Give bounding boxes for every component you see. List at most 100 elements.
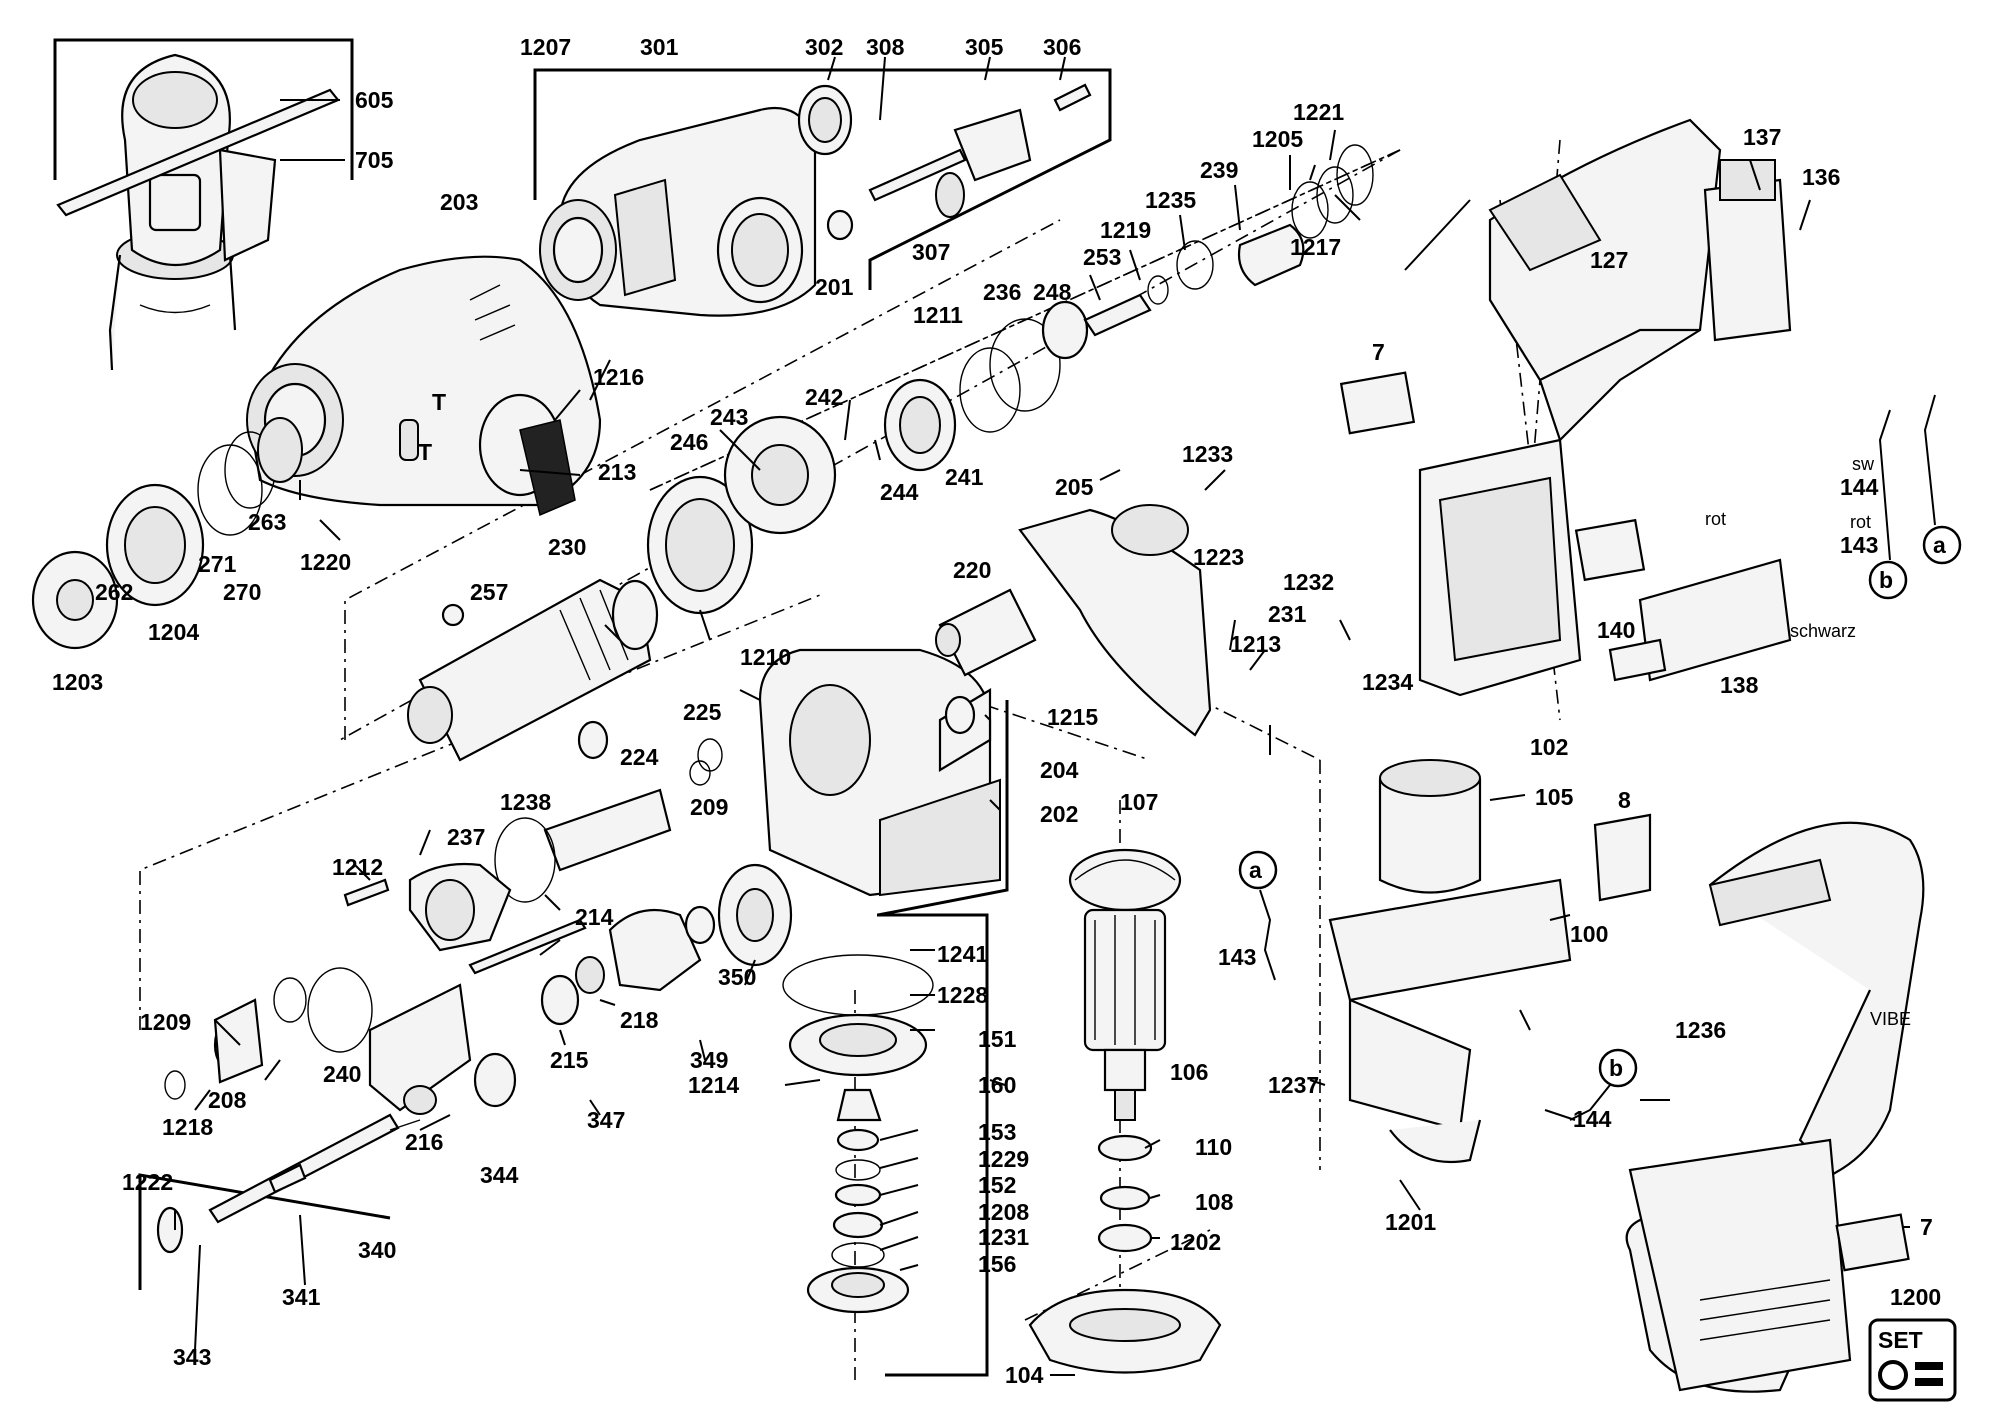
label-202: 202 (1040, 801, 1078, 827)
label-1219: 1219 (1100, 217, 1151, 243)
label-239: 239 (1200, 157, 1238, 183)
label-1228: 1228 (937, 982, 988, 1008)
wire-label-rot-lower: rot (1705, 509, 1726, 529)
label-271: 271 (198, 551, 237, 577)
set-badge: SET (1868, 1318, 1957, 1402)
label-305: 305 (965, 34, 1004, 60)
label-110: 110 (1195, 1134, 1232, 1160)
label-240: 240 (323, 1061, 361, 1087)
label-137: 137 (1743, 124, 1781, 150)
label-1221: 1221 (1293, 99, 1344, 125)
label-1204: 1204 (148, 619, 199, 645)
spindle-parts (156, 863, 793, 1254)
label-144a: 144 (1840, 474, 1879, 500)
label-246: 246 (670, 429, 708, 455)
part-labels: 1207 301 302 308 305 306 605 705 203 201… (52, 34, 1941, 1388)
seal-rings (883, 144, 1374, 472)
motor-cover-part (935, 504, 1212, 737)
intermediate-shaft-parts (343, 720, 723, 952)
label-1220: 1220 (300, 549, 351, 575)
label-344: 344 (480, 1162, 519, 1188)
connector-callouts: a b a b (1238, 394, 1962, 1121)
label-301: 301 (640, 34, 679, 60)
label-1211: 1211 (913, 302, 963, 328)
label-106: 106 (1170, 1059, 1208, 1085)
label-1231: 1231 (978, 1224, 1029, 1250)
handle-housing-part (1418, 118, 1792, 697)
label-1235: 1235 (1145, 187, 1196, 213)
label-230: 230 (548, 534, 586, 560)
label-1214: 1214 (688, 1072, 739, 1098)
label-347: 347 (587, 1107, 625, 1133)
label-209: 209 (690, 794, 728, 820)
label-242: 242 (805, 384, 843, 410)
gear-cage-part (758, 648, 1001, 897)
front-housing-part: T T (246, 255, 602, 517)
armature-part (1028, 848, 1222, 1374)
label-7b: 7 (1920, 1214, 1933, 1240)
label-244: 244 (880, 479, 919, 505)
label-302: 302 (805, 34, 843, 60)
label-138: 138 (1720, 672, 1759, 698)
label-236: 236 (983, 279, 1021, 305)
label-1238: 1238 (500, 789, 551, 815)
label-1232: 1232 (1283, 569, 1334, 595)
label-205: 205 (1055, 474, 1094, 500)
label-350: 350 (718, 964, 756, 990)
label-1241: 1241 (937, 941, 988, 967)
label-152: 152 (978, 1172, 1016, 1198)
label-1217: 1217 (1290, 234, 1341, 260)
label-1216: 1216 (593, 364, 644, 390)
label-201: 201 (815, 274, 854, 300)
housing-marking-t1: T (432, 389, 446, 415)
label-102: 102 (1530, 734, 1568, 760)
label-1200: 1200 (1890, 1284, 1941, 1310)
label-218: 218 (620, 1007, 659, 1033)
label-1205: 1205 (1252, 126, 1303, 152)
label-160: 160 (978, 1072, 1016, 1098)
label-1237: 1237 (1268, 1072, 1319, 1098)
label-153: 153 (978, 1119, 1016, 1145)
label-143a: 143 (1840, 532, 1878, 558)
label-243: 243 (710, 404, 748, 430)
connector-a-bottom: a (1249, 857, 1262, 883)
set-badge-text: SET (1878, 1327, 1923, 1353)
label-108: 108 (1195, 1189, 1234, 1215)
label-1234: 1234 (1362, 669, 1413, 695)
label-144b: 144 (1573, 1106, 1612, 1132)
label-1203: 1203 (52, 669, 103, 695)
label-140: 140 (1597, 617, 1635, 643)
label-1229: 1229 (978, 1146, 1029, 1172)
gear-housing-part (539, 83, 1092, 317)
label-308: 308 (866, 34, 905, 60)
label-215: 215 (550, 1047, 589, 1073)
label-107: 107 (1120, 789, 1158, 815)
label-127: 127 (1590, 247, 1628, 273)
label-156: 156 (978, 1251, 1016, 1277)
label-262: 262 (95, 579, 133, 605)
label-1207: 1207 (520, 34, 571, 60)
label-203: 203 (440, 189, 478, 215)
label-1202: 1202 (1170, 1229, 1221, 1255)
label-1215: 1215 (1047, 704, 1098, 730)
label-143b: 143 (1218, 944, 1256, 970)
label-237: 237 (447, 824, 485, 850)
label-1233: 1233 (1182, 441, 1233, 467)
label-1210: 1210 (740, 644, 791, 670)
label-257: 257 (470, 579, 508, 605)
label-253: 253 (1083, 244, 1121, 270)
label-705: 705 (355, 147, 394, 173)
label-1212: 1212 (332, 854, 383, 880)
label-1222: 1222 (122, 1169, 173, 1195)
label-307: 307 (912, 239, 950, 265)
label-213: 213 (598, 459, 636, 485)
label-306: 306 (1043, 34, 1081, 60)
label-216: 216 (405, 1129, 443, 1155)
rear-handle-part: VIBE (1625, 821, 1925, 1393)
label-208: 208 (208, 1087, 247, 1113)
label-1208: 1208 (978, 1199, 1029, 1225)
label-263: 263 (248, 509, 286, 535)
connector-b-top: b (1879, 567, 1893, 593)
wire-label-schwarz: schwarz (1790, 621, 1856, 641)
